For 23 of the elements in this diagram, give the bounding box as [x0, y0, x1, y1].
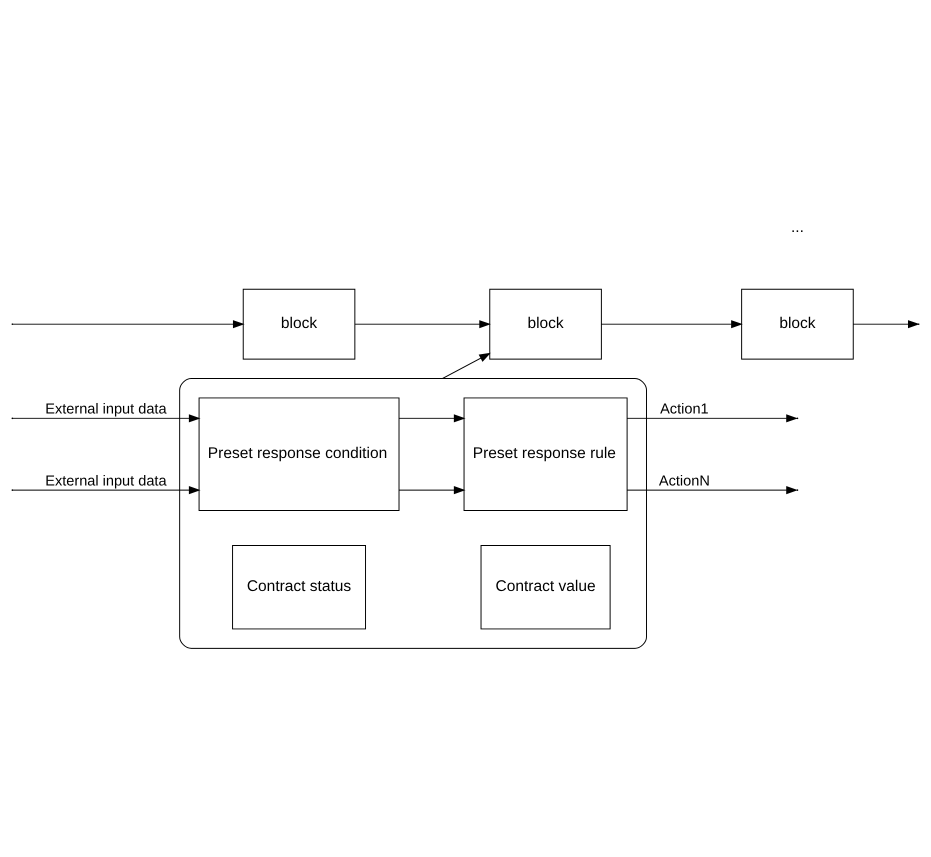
arrow — [398, 486, 466, 494]
edge-label: Action1 — [660, 400, 709, 417]
node-box: Preset response rule — [464, 396, 628, 511]
arrow — [398, 414, 466, 422]
arrow — [354, 320, 491, 328]
edge-label: External input data — [45, 400, 167, 417]
arrow — [626, 486, 798, 494]
cluster — [179, 378, 647, 648]
node-box: Contract value — [480, 544, 611, 629]
node-box: Preset response condition — [198, 396, 400, 511]
edge-label: ActionN — [658, 472, 710, 489]
arrow — [12, 414, 201, 422]
arrow — [12, 486, 201, 494]
arrow — [626, 414, 798, 422]
edge-label: External input data — [45, 472, 167, 489]
node-box: block — [242, 288, 356, 360]
label: ... — [790, 218, 804, 236]
arrow — [12, 320, 245, 328]
node-box: block — [489, 288, 602, 360]
node-box: Contract status — [232, 544, 366, 629]
arrow — [600, 320, 743, 328]
node-box: block — [741, 288, 854, 360]
arrow — [442, 352, 491, 379]
